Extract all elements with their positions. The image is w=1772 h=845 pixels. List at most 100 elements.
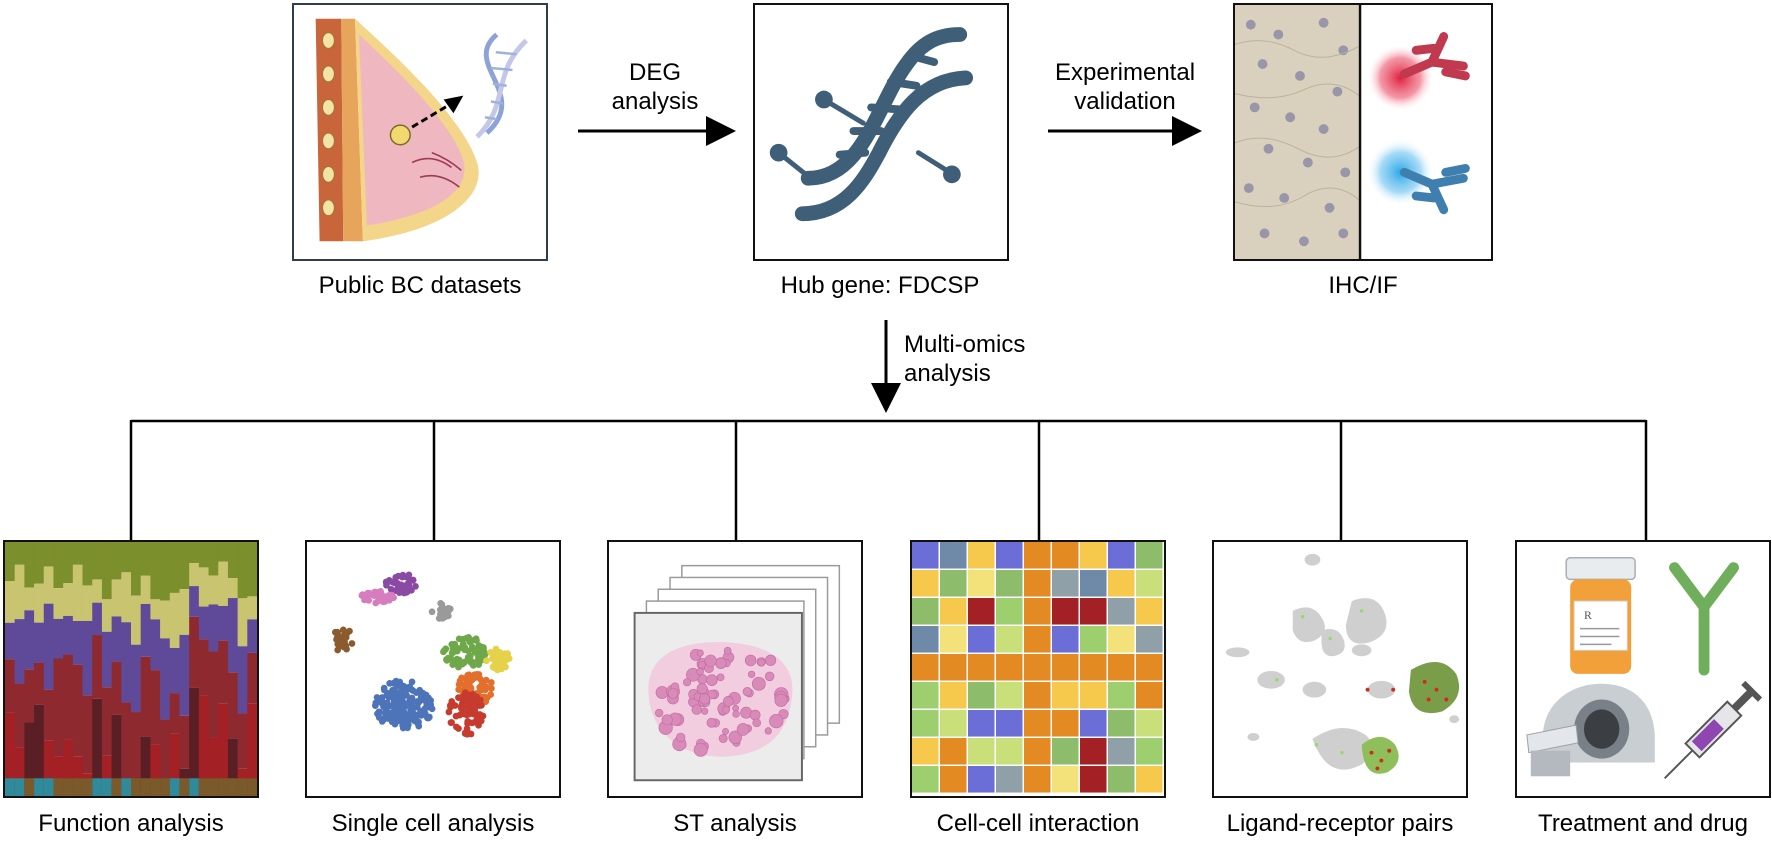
stack-segment bbox=[140, 603, 151, 657]
heatmap-cell bbox=[1024, 654, 1051, 681]
stack-segment bbox=[237, 598, 248, 647]
heatmap-cell bbox=[1024, 542, 1051, 569]
tissue-cell bbox=[699, 693, 711, 705]
heatmap-cell bbox=[1108, 766, 1135, 793]
single-cell-label: Single cell analysis bbox=[331, 810, 535, 837]
tissue-cell bbox=[654, 708, 664, 718]
stack-segment bbox=[43, 740, 54, 796]
scatter-point bbox=[468, 676, 476, 684]
stack-segment bbox=[247, 778, 257, 796]
stack-segment bbox=[150, 670, 161, 745]
heatmap-cell bbox=[996, 766, 1023, 793]
heatmap-cell bbox=[968, 626, 995, 653]
scatter-point bbox=[461, 644, 469, 651]
stack-segment bbox=[208, 737, 219, 796]
stacked-bar-heatmap-icon bbox=[5, 542, 257, 796]
heatmap-cell bbox=[940, 710, 967, 737]
function-analysis-label: Function analysis bbox=[38, 810, 224, 837]
tissue-cell bbox=[706, 674, 718, 687]
stack-segment bbox=[169, 592, 180, 648]
dna-helix-icon bbox=[769, 27, 974, 222]
scatter-point bbox=[372, 599, 380, 607]
tissue-cell bbox=[696, 649, 704, 657]
stack-segment bbox=[218, 703, 229, 796]
stack-segment bbox=[82, 542, 93, 586]
multiomics-label: Multi-omics analysis bbox=[904, 330, 1054, 388]
stack-segment bbox=[82, 778, 93, 796]
heatmap-cell bbox=[1024, 626, 1051, 653]
stack-segment bbox=[227, 578, 239, 599]
scatter-point bbox=[383, 581, 390, 589]
scatter-point bbox=[412, 582, 419, 590]
stack-segment bbox=[237, 713, 248, 769]
scatter-point bbox=[394, 696, 401, 704]
heatmap-cell bbox=[1136, 766, 1163, 793]
heatmap-cell bbox=[1024, 598, 1051, 625]
heatmap-cell bbox=[1052, 626, 1079, 653]
stack-segment bbox=[227, 778, 239, 796]
scatter-point bbox=[415, 718, 422, 726]
multi-line1: Multi-omics bbox=[904, 331, 1026, 358]
stack-segment bbox=[198, 542, 210, 568]
tissue-cell bbox=[667, 688, 679, 699]
stack-segment bbox=[14, 542, 25, 565]
heatmap-cell bbox=[996, 654, 1023, 681]
tissue-cell bbox=[704, 654, 717, 667]
stack-segment bbox=[169, 733, 180, 796]
stack-segment bbox=[227, 738, 239, 796]
heatmap-cell bbox=[912, 542, 939, 569]
tissue-cell bbox=[723, 695, 734, 707]
antibody-staining-icon bbox=[1235, 5, 1470, 259]
scatter-point bbox=[459, 635, 467, 643]
stack-segment bbox=[72, 664, 84, 757]
heatmap-cell bbox=[1136, 710, 1163, 737]
tissue-cell bbox=[774, 693, 788, 707]
heatmap-cell bbox=[996, 710, 1023, 737]
scatter-point bbox=[391, 720, 399, 728]
heatmap-cell bbox=[968, 654, 995, 681]
stack-segment bbox=[111, 542, 122, 580]
ligand-receptor-umap-icon bbox=[1225, 553, 1460, 774]
heatmap-cell bbox=[1080, 626, 1107, 653]
tissue-cell bbox=[661, 714, 673, 726]
heatmap-cell bbox=[996, 626, 1023, 653]
stack-segment bbox=[160, 542, 171, 601]
heatmap-cell bbox=[1108, 570, 1135, 597]
stack-segment bbox=[140, 542, 151, 576]
tissue-cell bbox=[728, 730, 742, 745]
heatmap-cell bbox=[1080, 654, 1107, 681]
scatter-point bbox=[504, 651, 512, 659]
stack-segment bbox=[92, 635, 103, 699]
tissue-cell bbox=[740, 706, 753, 719]
tissue-cell bbox=[757, 658, 766, 667]
stack-segment bbox=[227, 672, 239, 739]
stack-segment bbox=[140, 736, 151, 796]
scatter-point bbox=[465, 634, 472, 641]
scatter-point bbox=[425, 703, 433, 711]
heatmap-cell bbox=[1024, 710, 1051, 737]
stack-segment bbox=[218, 542, 229, 562]
heatmap-cell bbox=[1136, 598, 1163, 625]
scatter-point bbox=[455, 686, 463, 693]
scatter-point bbox=[496, 649, 504, 656]
stack-segment bbox=[198, 606, 210, 640]
tissue-cell bbox=[723, 646, 732, 655]
heatmap-cell bbox=[1108, 710, 1135, 737]
stack-segment bbox=[247, 652, 257, 704]
tissue-cell bbox=[715, 657, 727, 669]
stack-segment bbox=[218, 778, 229, 796]
stack-segment bbox=[34, 583, 45, 623]
stack-segment bbox=[101, 755, 113, 796]
scatter-point bbox=[460, 710, 468, 718]
stack-segment bbox=[131, 778, 142, 796]
scatter-point bbox=[403, 691, 410, 699]
scatter-point bbox=[498, 658, 505, 666]
heatmap-cell bbox=[912, 570, 939, 597]
scatter-point bbox=[464, 653, 472, 661]
heatmap-cell bbox=[912, 738, 939, 765]
stack-segment bbox=[111, 778, 122, 796]
stack-segment bbox=[24, 587, 35, 611]
scatter-point bbox=[404, 587, 411, 595]
scatter-point bbox=[403, 702, 411, 709]
scatter-point bbox=[385, 596, 393, 604]
